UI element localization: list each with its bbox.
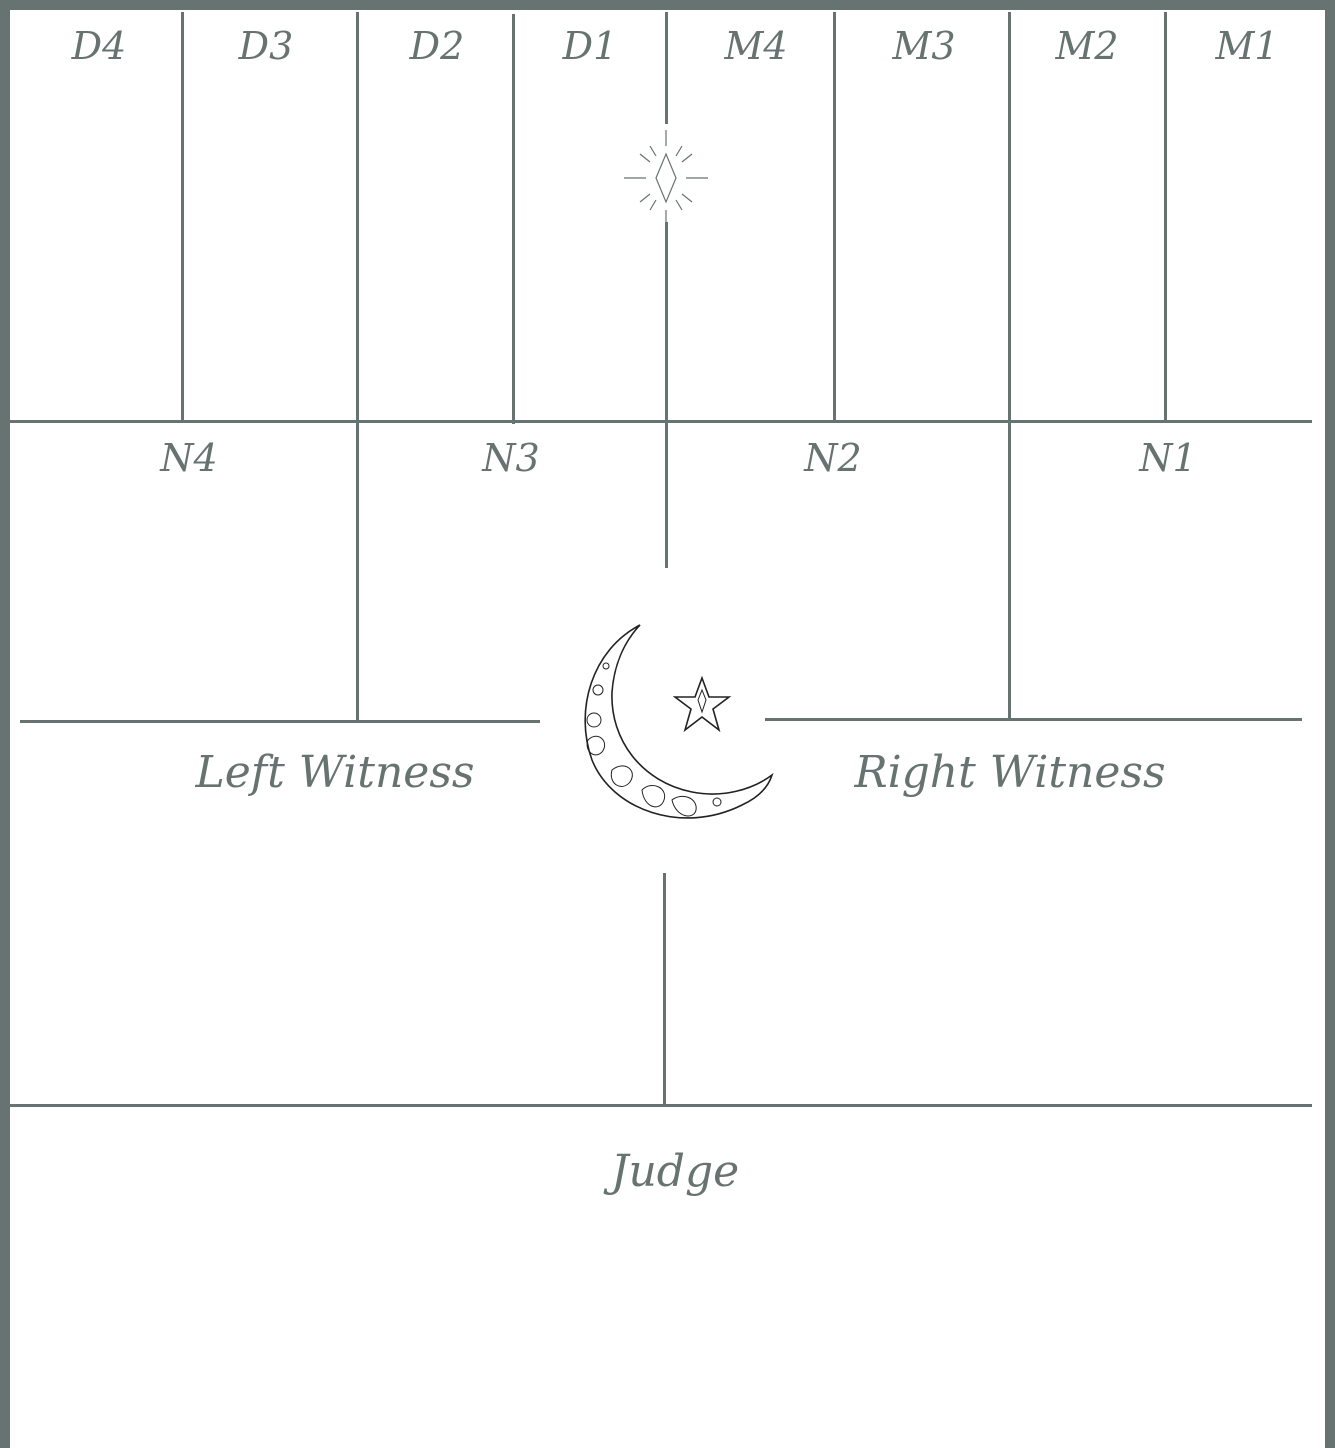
divider-m2-m1 <box>1164 12 1167 422</box>
divider-center-upper <box>665 222 668 568</box>
cell-label-m3: M3 <box>892 24 955 68</box>
crescent-moon-star-icon <box>572 620 777 830</box>
divider-witnesses <box>663 873 666 1106</box>
cell-label-n1: N1 <box>1139 436 1196 480</box>
right-witness-label: Right Witness <box>854 747 1165 798</box>
cell-label-d2: D2 <box>410 24 465 68</box>
cell-label-d4: D4 <box>72 24 127 68</box>
cell-label-m4: M4 <box>724 24 787 68</box>
divider-d4-d3 <box>181 12 184 422</box>
cell-label-m1: M1 <box>1215 24 1278 68</box>
divider-d1-m4-upper <box>665 12 668 124</box>
cell-label-n4: N4 <box>160 436 217 480</box>
divider-m3-m2 <box>1008 12 1011 720</box>
divider-d3-d2 <box>356 12 359 722</box>
cell-label-n3: N3 <box>482 436 539 480</box>
cell-label-d1: D1 <box>563 24 618 68</box>
left-witness-label: Left Witness <box>196 747 475 798</box>
cell-label-n2: N2 <box>804 436 861 480</box>
sparkle-diamond-icon <box>622 128 710 228</box>
divider-left-witness <box>20 720 540 723</box>
judge-label: Judge <box>611 1146 739 1197</box>
divider-top-middle <box>10 420 1312 423</box>
divider-right-witness <box>765 718 1302 721</box>
cell-label-d3: D3 <box>239 24 294 68</box>
cell-label-m2: M2 <box>1055 24 1118 68</box>
divider-d2-d1 <box>512 14 515 424</box>
divider-judge <box>10 1104 1312 1107</box>
divider-m4-m3 <box>833 12 836 422</box>
